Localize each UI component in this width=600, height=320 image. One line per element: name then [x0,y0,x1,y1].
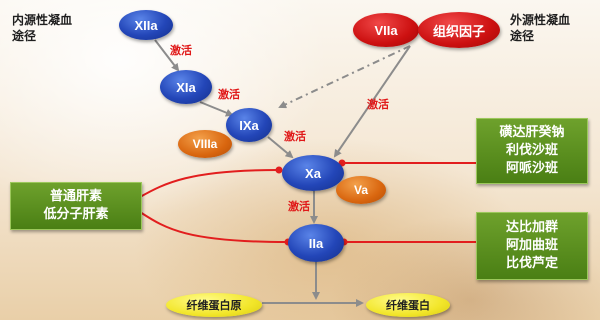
drug-argatroban: 阿加曲班 [505,238,558,253]
drug-apixaban: 阿哌沙班 [505,161,558,176]
arrow-extrinsic-to-ixa [278,45,411,109]
factor-viia: VIIa [353,13,419,47]
factor-ixa: IXa [226,108,272,142]
factor-xa: Xa [282,155,344,191]
arrow-xia-to-ixa [199,101,234,117]
arrow-tissuefactor-to-xa [333,45,411,158]
intrinsic-pathway-label: 内源性凝血途径 [12,13,73,43]
arrow-ixa-to-xa [267,136,294,159]
activation-label-xa-iia: 激活 [288,200,310,213]
inhibit-heparin-to-iia [139,211,288,243]
inhibit-heparin-to-xa [139,169,279,198]
heparin-drug-box: 普通肝素 低分子肝素 [10,182,142,230]
factor-va: Va [336,176,386,204]
activation-label-xiia-xia: 激活 [170,44,192,57]
fibrinogen: 纤维蛋白原 [166,293,262,317]
drug-rivaroxaban: 利伐沙班 [505,143,558,158]
arrow-xiia-to-xia [154,39,180,72]
drug-low-molecular-heparin: 低分子肝素 [43,207,109,222]
activation-label-extrinsic-xa: 激活 [367,98,389,111]
drug-dabigatran: 达比加群 [505,220,558,235]
drug-fondaparinux: 磺达肝癸钠 [499,125,565,140]
extrinsic-pathway-label: 外源性凝血途径 [510,13,571,43]
factor-xiia: XIIa [119,10,173,40]
inhibit-end-xa-left [275,166,283,174]
activation-label-ixa-xa: 激活 [284,130,306,143]
drug-unfractionated-heparin: 普通肝素 [49,189,102,204]
factor-xia: XIa [160,70,212,104]
drug-bivalirudin: 比伐芦定 [505,256,558,271]
factor-viiia: VIIIa [178,130,232,158]
tissue-factor: 组织因子 [418,12,500,48]
fibrin: 纤维蛋白 [366,293,450,317]
activation-label-xia-ixa: 激活 [218,88,240,101]
factor-iia: IIa [288,224,344,262]
thrombin-inhibitor-drug-box: 达比加群 阿加曲班 比伐芦定 [476,212,588,280]
xa-inhibitor-drug-box: 磺达肝癸钠 利伐沙班 阿哌沙班 [476,118,588,184]
